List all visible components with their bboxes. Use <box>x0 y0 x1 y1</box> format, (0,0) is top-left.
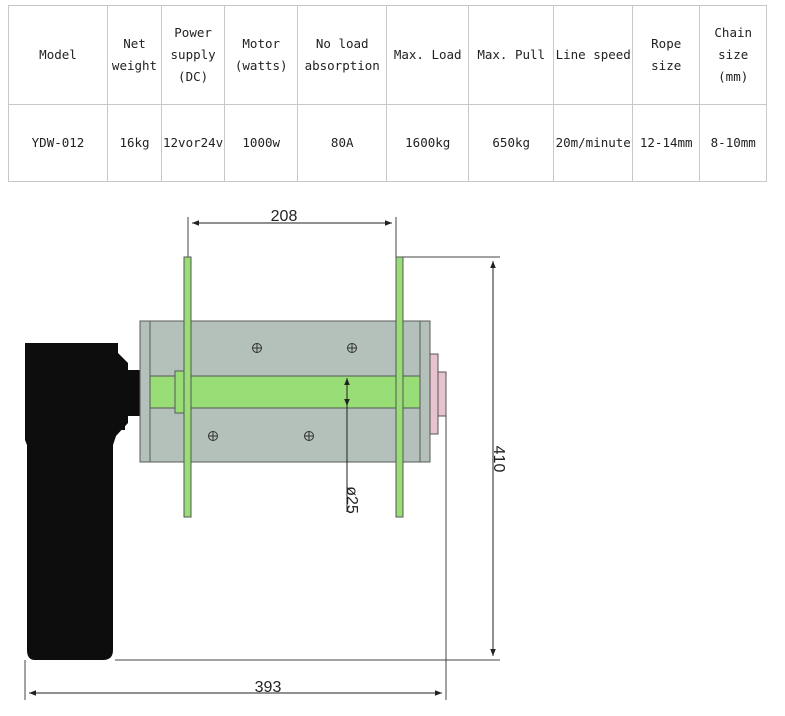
value-chain-size: 8-10mm <box>699 104 768 182</box>
header-power-supply: Power supply (DC) <box>160 5 226 105</box>
dim-shaft-label: ø25 <box>343 486 360 514</box>
value-no-load-absorption: 80A <box>297 104 388 182</box>
value-line-speed: 20m/minute <box>553 104 634 182</box>
value-max-pull: 650kg <box>468 104 555 182</box>
end-cap <box>429 353 447 435</box>
header-max-pull: Max. Pull <box>468 5 555 105</box>
dim-top-label: 208 <box>271 208 298 225</box>
value-max-load: 1600kg <box>386 104 470 182</box>
dimension-bottom <box>24 416 447 700</box>
shaft <box>149 370 421 414</box>
header-chain-size: Chain size (mm) <box>699 5 768 105</box>
value-motor: 1000w <box>224 104 299 182</box>
spec-header-row: Model Net weight Power supply (DC) Motor… <box>8 5 768 105</box>
header-max-load: Max. Load <box>386 5 470 105</box>
header-line-speed: Line speed <box>553 5 634 105</box>
spec-value-row: YDW-012 16kg 12vor24v 1000w 80A 1600kg 6… <box>8 104 768 182</box>
dim-right-label: 410 <box>490 446 507 473</box>
winch-drawing: 208 410 393 ø25 <box>24 208 507 700</box>
spec-table: Model Net weight Power supply (DC) Motor… <box>8 5 768 182</box>
value-power-supply: 12vor24v <box>160 104 226 182</box>
header-model: Model <box>8 5 108 105</box>
header-no-load-absorption: No load absorption <box>297 5 388 105</box>
header-net-weight: Net weight <box>107 5 162 105</box>
header-rope-size: Rope size <box>632 5 701 105</box>
dim-bottom-label: 393 <box>255 679 282 696</box>
value-model: YDW-012 <box>8 104 108 182</box>
value-rope-size: 12-14mm <box>632 104 701 182</box>
bolt-icon <box>208 343 357 441</box>
dimension-top <box>187 217 397 257</box>
value-net-weight: 16kg <box>107 104 162 182</box>
header-motor: Motor (watts) <box>224 5 299 105</box>
dimension-right <box>115 256 500 661</box>
motor <box>25 343 140 660</box>
